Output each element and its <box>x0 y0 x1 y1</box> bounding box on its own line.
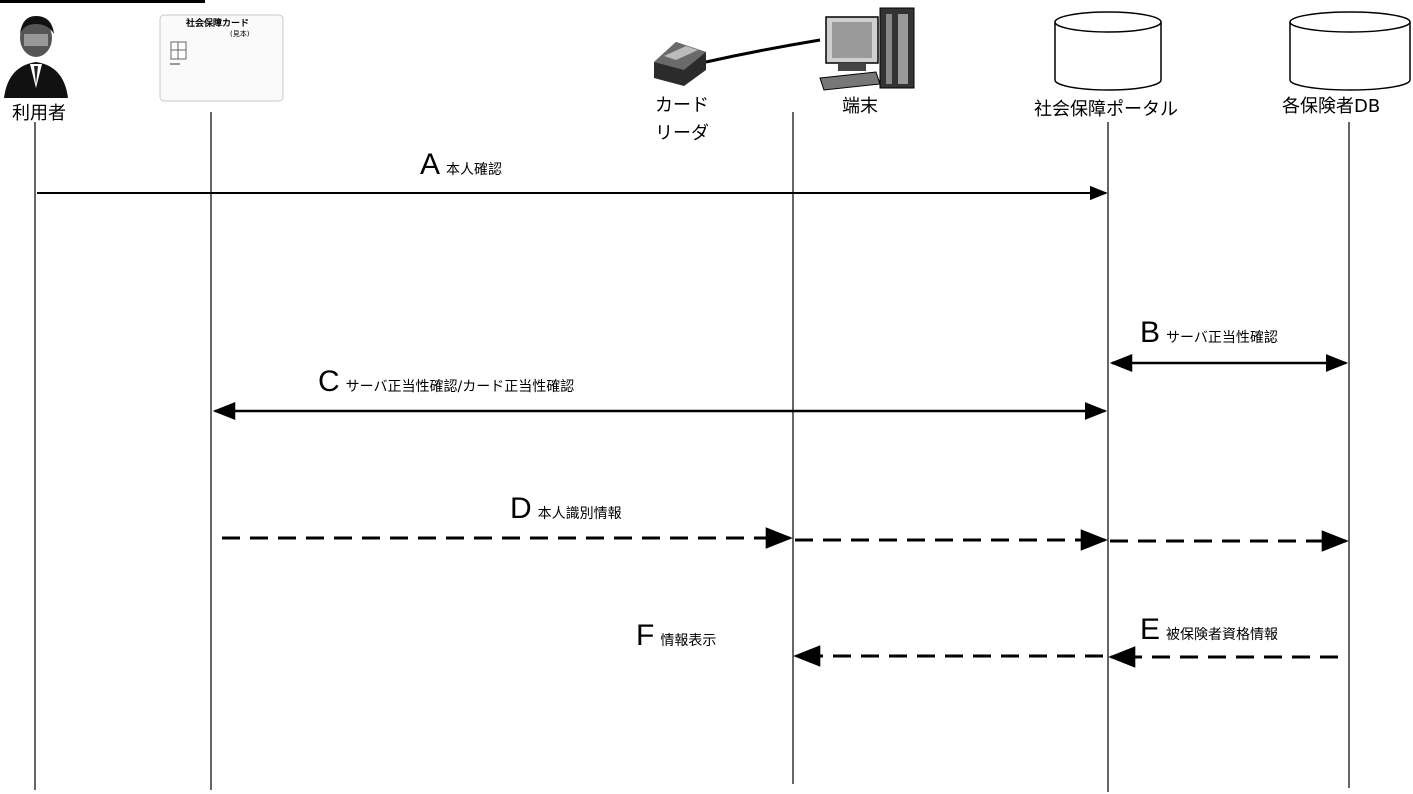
message-c-text: サーバ正当性確認/カード正当性確認 <box>345 379 575 395</box>
message-b-text: サーバ正当性確認 <box>1166 330 1278 346</box>
message-c-key: C <box>318 365 340 398</box>
card-subtitle: (見本) <box>230 30 250 38</box>
message-a: A 本人確認 <box>420 150 502 180</box>
insurer-db-icon <box>1289 11 1411 91</box>
actor-label-portal: 社会保障ポータル <box>1034 99 1178 120</box>
top-rule <box>0 0 205 3</box>
message-e-text: 被保険者資格情報 <box>1166 627 1279 643</box>
card-title: 社会保障カード <box>186 19 250 29</box>
terminal-icon <box>819 7 915 91</box>
message-d-text: 本人識別情報 <box>537 506 622 522</box>
message-e-key: E <box>1140 613 1161 646</box>
actor-label-user: 利用者 <box>12 103 66 124</box>
portal-db-icon <box>1054 11 1162 91</box>
message-f: F 情報表示 <box>636 621 716 651</box>
message-d: D 本人識別情報 <box>510 494 622 524</box>
actor-label-reader-line2: リーダ <box>655 123 709 144</box>
message-a-text: 本人確認 <box>446 162 503 178</box>
message-b-key: B <box>1140 316 1161 349</box>
card-reader-icon <box>654 38 821 86</box>
message-d-key: D <box>510 492 532 525</box>
user-icon <box>4 16 68 98</box>
card-icon <box>159 14 284 102</box>
message-e: E 被保険者資格情報 <box>1140 615 1278 645</box>
actor-label-reader-line1: カード <box>655 95 709 116</box>
message-b: B サーバ正当性確認 <box>1140 318 1278 348</box>
message-c: C サーバ正当性確認/カード正当性確認 <box>318 367 574 397</box>
message-f-key: F <box>636 619 655 652</box>
actor-label-terminal: 端末 <box>842 96 878 117</box>
message-f-text: 情報表示 <box>660 633 717 649</box>
message-a-key: A <box>420 148 441 181</box>
actor-label-insurer-db: 各保険者DB <box>1282 96 1381 117</box>
